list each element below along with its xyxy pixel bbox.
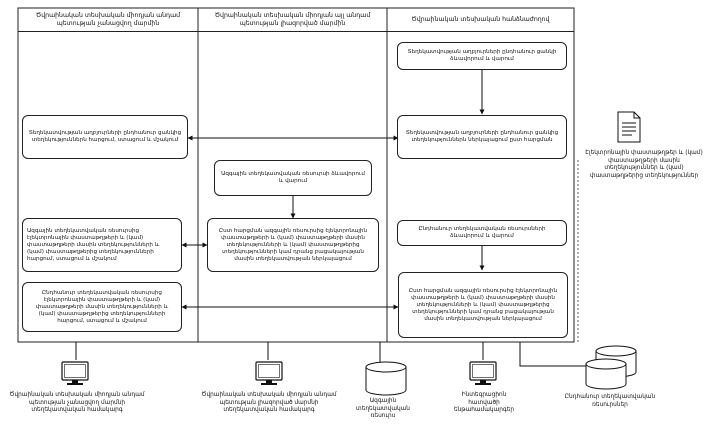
lane-header-1: Ծվրաինական տեսխական միոդյան անդամ պետութ… bbox=[18, 8, 198, 32]
computer-icon bbox=[255, 361, 283, 385]
database-icon bbox=[365, 361, 407, 396]
caption-national-resource: Ազգային տեղեկատվական ռեսուրս bbox=[356, 398, 410, 419]
process-box-provide-common: Ըստ հարցման ազգային ռեսուրսից էլեկտրոնայ… bbox=[398, 272, 568, 338]
computer-icon bbox=[61, 361, 89, 385]
caption-common-resources: Ընդհանուր տեղեկատվական ռեսուրսներ bbox=[564, 394, 656, 408]
caption-integration: Ինտեգրացիոն հատվածի ենթահամակարգեր bbox=[453, 392, 515, 413]
computer-icon bbox=[469, 361, 497, 385]
caption-system-2: Ծվրաինական տեսխական միոդյան անդամ պետութ… bbox=[201, 392, 337, 413]
document-caption: Էլեկտրոնային փաստաթղթեր և (կամ) փաստաթղթ… bbox=[585, 150, 703, 179]
process-box-provide-list: Տեղեկատվության աղբյուրների ընդհանուր ցան… bbox=[397, 115, 567, 159]
caption-system-1: Ծվրաինական տեսխական միոդյան անդամ պետութ… bbox=[9, 392, 145, 413]
process-box-national-resource: Ազգային տեղեկատվական ռեսուրսի ձևավորում … bbox=[214, 160, 372, 196]
process-box-request-national: Ազգային տեղեկատվական ռեսուրսից էլեկտրոնա… bbox=[22, 218, 182, 272]
process-box-common-list: Տեղեկատվության աղբյուրների ընդհանուր ցան… bbox=[397, 42, 567, 70]
process-box-common-resources: Ընդհանուր տեղեկատվական ռեսուրսների ձևավո… bbox=[397, 220, 567, 246]
lane-header-3: Ծվրաինական տեսխական հանձնաժողով bbox=[387, 8, 574, 32]
link-c5 bbox=[519, 342, 590, 367]
swimlane-frame bbox=[17, 7, 575, 343]
process-box-provide-national: Ըստ հարցման ազգային ռեսուրսից էլեկտրոնայ… bbox=[207, 218, 379, 272]
process-box-request-common: Ընդհանուր տեղեկատվական ռեսուրսից էլեկտրո… bbox=[22, 282, 182, 332]
process-box-request-list: Տեղեկատվության աղբյուրների ընդհանուր ցան… bbox=[22, 115, 188, 159]
lane-header-2: Ծվրաինական տեսխական միոդյան այլ անդամ պե… bbox=[198, 8, 387, 32]
database-stack-icon bbox=[585, 345, 637, 390]
document-icon bbox=[617, 111, 641, 143]
